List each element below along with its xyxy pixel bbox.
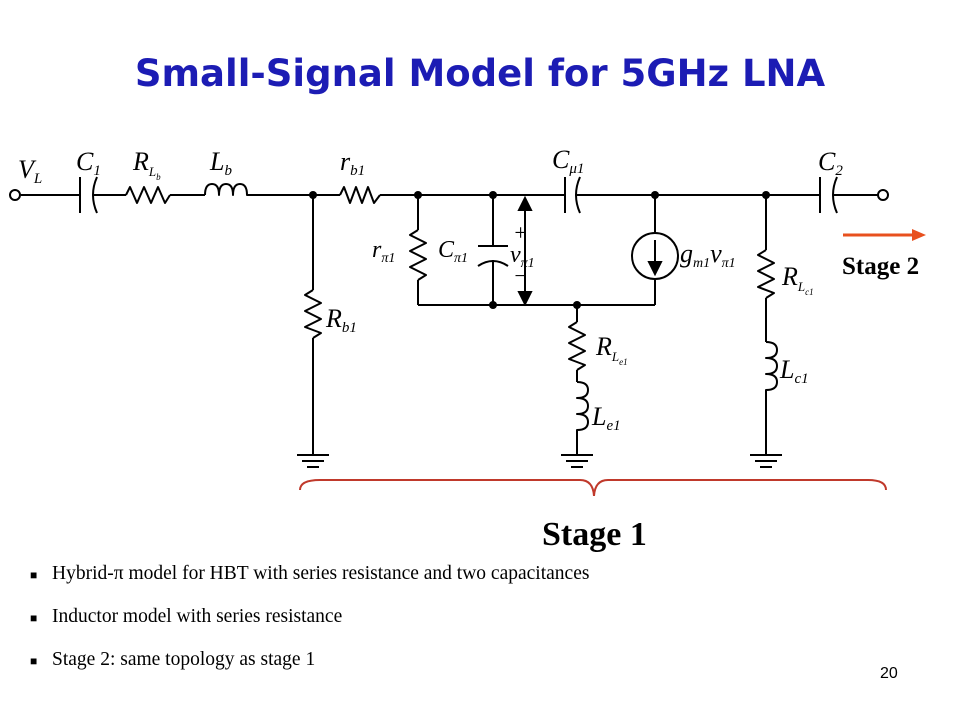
lb-inductor: [204, 183, 250, 196]
current-arrow-icon: [647, 261, 663, 277]
rlc-label: RLc1: [781, 262, 814, 297]
square-bullet-icon: ■: [30, 654, 38, 668]
rlc-resistor: [757, 249, 775, 299]
lc-inductor: [765, 341, 778, 392]
lb-label: Lb: [209, 147, 232, 179]
junction-dot: [651, 191, 659, 199]
stage1-label: Stage 1: [542, 516, 647, 553]
stage2-label: Stage 2: [842, 253, 919, 280]
junction-dot: [414, 191, 422, 199]
ground-1: [297, 454, 329, 468]
vpi-label: vπ1: [510, 242, 535, 271]
cpi-label: Cπ1: [438, 237, 468, 266]
rlb-label: RLb: [132, 147, 161, 182]
stage1-brace: [299, 479, 887, 497]
lc-label: Lc1: [779, 355, 809, 387]
output-terminal: [877, 189, 889, 201]
cpi-capacitor: [477, 245, 509, 267]
list-item: ■ Inductor model with series resistance: [30, 606, 589, 649]
rlb-resistor: [125, 186, 171, 204]
page-number: 20: [880, 665, 898, 682]
list-item: ■ Stage 2: same topology as stage 1: [30, 649, 589, 692]
gm-label: gm1vπ1: [680, 239, 736, 271]
rpi-label: rπ1: [372, 237, 395, 266]
page-title: Small-Signal Model for 5GHz LNA: [134, 52, 826, 95]
junction-dot: [489, 301, 497, 309]
vpi-arrow-down-icon: [517, 291, 533, 307]
rle-resistor: [568, 321, 586, 371]
le-label: Le1: [591, 402, 621, 434]
bullet-text: Stage 2: same topology as stage 1: [52, 649, 316, 670]
c2-label: C2: [818, 147, 843, 179]
rb1-label: Rb1: [325, 304, 357, 336]
junction-dot: [762, 191, 770, 199]
rb1-series-resistor: [339, 186, 381, 204]
bullet-list: ■ Hybrid-π model for HBT with series resi…: [30, 563, 589, 692]
cmu-label: Cμ1: [552, 145, 584, 177]
stage2-arrow-icon: [843, 229, 926, 241]
rpi-resistor: [409, 229, 427, 281]
bullet-text: Hybrid-π model for HBT with series resis…: [52, 563, 590, 584]
c1-capacitor: [79, 176, 98, 214]
rb1-resistor: [304, 289, 322, 339]
minus-label: −: [513, 263, 528, 288]
bullet-text: Inductor model with series resistance: [52, 606, 343, 627]
cmu-capacitor: [564, 176, 581, 214]
square-bullet-icon: ■: [30, 611, 38, 625]
vl-label: VL: [18, 155, 42, 187]
c1-label: C1: [76, 147, 101, 179]
ground-3: [750, 454, 782, 468]
junction-dot: [573, 301, 581, 309]
junction-dot: [309, 191, 317, 199]
ground-2: [561, 454, 593, 468]
rle-label: RLe1: [595, 332, 628, 367]
plus-label: +: [513, 220, 528, 245]
gm-current-source: [631, 232, 679, 280]
square-bullet-icon: ■: [30, 568, 38, 582]
vpi-arrow-up-icon: [517, 195, 533, 211]
rb1-series-label: rb1: [340, 147, 365, 179]
c2-capacitor: [819, 176, 838, 214]
input-terminal: [9, 189, 21, 201]
junction-dot: [489, 191, 497, 199]
le-inductor: [576, 381, 589, 432]
list-item: ■ Hybrid-π model for HBT with series resi…: [30, 563, 589, 606]
